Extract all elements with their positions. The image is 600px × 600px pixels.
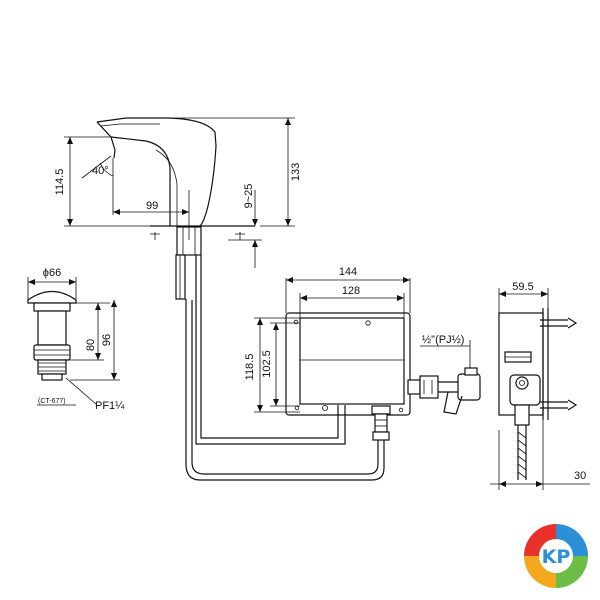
drain-model-code: (CT-677) bbox=[38, 398, 66, 405]
box-dimensions: 144 128 118.5 102.5 bbox=[244, 266, 411, 413]
dim-spout-angle: 40° bbox=[92, 165, 109, 177]
dim-side-offset: 30 bbox=[574, 470, 586, 482]
dim-spout-reach: 99 bbox=[146, 200, 158, 212]
dim-faucet-height: 133 bbox=[290, 163, 302, 181]
faucet-dimensions: 133 114.5 40° 99 9~25 bbox=[54, 117, 302, 268]
dim-side-depth: 59.5 bbox=[512, 281, 533, 293]
dim-box-outer-height: 118.5 bbox=[244, 354, 256, 381]
connecting-hoses bbox=[185, 255, 385, 481]
dim-drain-height-2: 96 bbox=[101, 334, 113, 346]
logo-text: KP bbox=[542, 546, 571, 568]
side-view: 59.5 30 bbox=[490, 281, 590, 490]
dim-spout-height: 114.5 bbox=[54, 169, 66, 196]
dim-deck-thickness: 9~25 bbox=[243, 184, 255, 209]
solenoid-valve: ½"(PJ½) bbox=[407, 334, 481, 415]
valve-thread-label: ½"(PJ½) bbox=[422, 334, 464, 346]
control-box bbox=[285, 312, 411, 441]
dim-box-inner-height: 102.5 bbox=[261, 350, 273, 378]
faucet-body bbox=[96, 117, 255, 300]
dim-drain-diameter: ϕ66 bbox=[43, 267, 61, 279]
dim-box-inner-width: 128 bbox=[342, 285, 360, 297]
kp-logo: KP bbox=[524, 524, 588, 588]
pop-up-drain: ϕ66 80 96 (CT-677) PF1¼ bbox=[27, 267, 125, 412]
dim-box-outer-width: 144 bbox=[339, 266, 357, 278]
drain-thread-label: PF1¼ bbox=[95, 400, 125, 412]
dim-drain-height-1: 80 bbox=[85, 339, 97, 351]
